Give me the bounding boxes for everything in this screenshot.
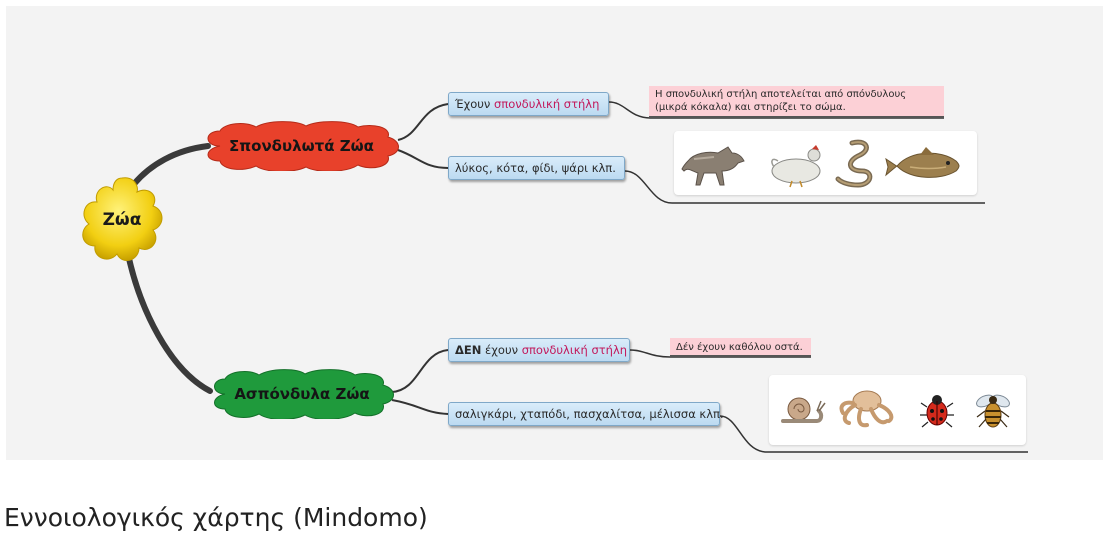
invertebrates-examples-topic[interactable]: σαλιγκάρι, χταπόδι, πασχαλίτσα, μέλισσα … [448, 402, 724, 426]
snail-icon [781, 397, 826, 423]
fish-icon [885, 147, 960, 178]
invertebrates-spine-topic[interactable]: ΔΕΝ έχουν σπονδυλική στήλη [448, 338, 630, 362]
root-topic[interactable]: Ζώα [79, 174, 165, 266]
vertebrates-examples-topic[interactable]: λύκος, κότα, φίδι, ψάρι κλπ. [448, 156, 625, 180]
invertebrates-topic[interactable]: Ασπόνδυλα Ζώα [207, 369, 397, 419]
vertebrates-topic-label: Σπονδυλωτά Ζώα [229, 137, 374, 155]
invertebrates-topic-label: Ασπόνδυλα Ζώα [234, 385, 370, 403]
invertebrates-spine-note[interactable]: Δέν έχουν καθόλου οστά. [670, 338, 811, 357]
figure-caption: Εννοιολογικός χάρτης (Mindomo) [4, 503, 428, 532]
spine-topic-highlight: σπονδυλική στήλη [494, 97, 600, 111]
spine-topic-highlight: σπονδυλική στήλη [521, 343, 628, 357]
spine-topic-bold: ΔΕΝ [455, 343, 482, 357]
wolf-icon [681, 146, 745, 186]
vertebrates-topic[interactable]: Σπονδυλωτά Ζώα [200, 121, 403, 171]
vertebrates-spine-note[interactable]: Η σπονδυλική στήλη αποτελείται από σπόνδ… [649, 86, 944, 118]
hen-icon [771, 145, 821, 188]
invertebrates-image-panel [769, 375, 1026, 445]
octopus-icon [839, 390, 894, 428]
vertebrates-image-panel [674, 131, 977, 195]
snake-icon [835, 139, 873, 188]
bee-icon [976, 394, 1010, 428]
spine-topic-middle: έχουν [481, 343, 522, 357]
root-topic-label: Ζώα [102, 210, 142, 230]
ladybug-icon [920, 395, 954, 428]
spine-topic-prefix: Έχουν [455, 97, 494, 111]
vertebrates-spine-topic[interactable]: Έχουν σπονδυλική στήλη [448, 92, 609, 116]
